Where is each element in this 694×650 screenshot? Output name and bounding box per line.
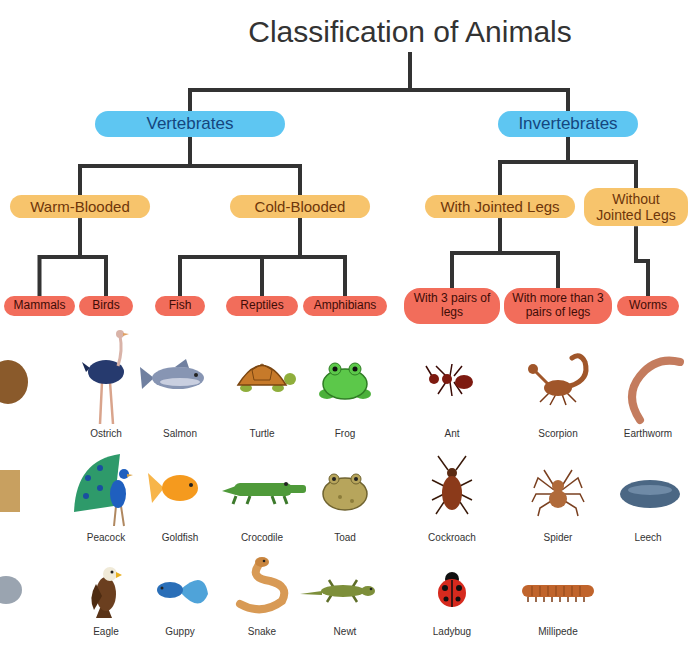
- node-label: Mammals: [13, 299, 65, 313]
- node-label: Cold-Blooded: [255, 198, 346, 215]
- class-pill: Reptiles: [226, 296, 298, 316]
- snake-drawing: [240, 557, 284, 609]
- tree-connector: [262, 218, 300, 296]
- spider-drawing: [532, 470, 584, 516]
- class-pill: With more than 3 pairs of legs: [504, 288, 612, 324]
- animal-name: Leech: [634, 532, 661, 544]
- animal-name: Eagle: [93, 626, 119, 638]
- toad-drawing: [323, 474, 367, 510]
- animal-name: Crocodile: [241, 532, 283, 544]
- earthworm-drawing: [632, 361, 680, 420]
- newt-drawing: [300, 580, 375, 602]
- animal-name: Millipede: [538, 626, 577, 638]
- frog-drawing: [319, 363, 371, 399]
- animal-name: Salmon: [163, 428, 197, 440]
- animal-name: Ostrich: [90, 428, 122, 440]
- category-pill: Cold-Blooded: [230, 195, 370, 218]
- node-label: Fish: [169, 299, 192, 313]
- title-branch-lines: [190, 54, 568, 110]
- millipede-drawing: [522, 585, 594, 602]
- tree-connector: [80, 137, 190, 195]
- category-pill: With Jointed Legs: [425, 195, 575, 218]
- animal-name: Frog: [335, 428, 356, 440]
- group-pill: Vertebrates: [95, 111, 285, 137]
- node-label: With more than 3 pairs of legs: [510, 292, 606, 320]
- node-label: With 3 pairs of legs: [410, 292, 494, 320]
- category-pill: Without Jointed Legs: [584, 188, 688, 226]
- cockroach-drawing: [432, 456, 472, 514]
- diagram-title: Classification of Animals: [248, 14, 571, 50]
- node-label: Amphibians: [314, 299, 377, 313]
- animal-name: Guppy: [165, 626, 194, 638]
- node-label: Without Jointed Legs: [590, 191, 682, 223]
- tree-connector: [568, 137, 636, 188]
- tree-connector: [190, 137, 300, 195]
- animal-name: Snake: [248, 626, 276, 638]
- tree-connector: [500, 137, 568, 195]
- animal-name: Turtle: [249, 428, 274, 440]
- group-pill: Invertebrates: [498, 111, 638, 137]
- node-label: Vertebrates: [147, 114, 234, 134]
- node-label: Worms: [629, 299, 667, 313]
- mammal-drawings: [0, 360, 28, 604]
- leech-drawing: [620, 480, 680, 508]
- tree-connector: [452, 218, 500, 288]
- class-pill: Fish: [155, 296, 205, 316]
- animal-name: Ant: [444, 428, 459, 440]
- animal-name: Earthworm: [624, 428, 672, 440]
- class-pill: With 3 pairs of legs: [404, 288, 500, 324]
- tree-connector: [80, 218, 106, 296]
- tree-connector: [300, 218, 345, 296]
- ladybug-drawing: [438, 572, 466, 607]
- animal-name: Newt: [334, 626, 357, 638]
- animal-name: Peacock: [87, 532, 125, 544]
- animal-name: Toad: [334, 532, 356, 544]
- class-pill: Amphibians: [303, 296, 387, 316]
- turtle-drawing: [238, 364, 296, 392]
- scorpion-drawing: [528, 356, 586, 405]
- class-pill: Birds: [79, 296, 133, 316]
- node-label: Birds: [92, 299, 119, 313]
- eagle-drawing: [91, 567, 122, 618]
- tree-connector: [500, 218, 558, 288]
- class-pill: Worms: [617, 296, 679, 316]
- animal-name: Goldfish: [162, 532, 199, 544]
- tree-connector: [180, 218, 300, 296]
- category-pill: Warm-Blooded: [10, 195, 150, 218]
- node-label: Reptiles: [240, 299, 283, 313]
- node-label: Warm-Blooded: [30, 198, 129, 215]
- animal-name: Spider: [544, 532, 573, 544]
- tree-connector: [636, 226, 648, 296]
- animal-name: Ladybug: [433, 626, 471, 638]
- tree-connector: [40, 218, 81, 296]
- node-label: Invertebrates: [518, 114, 617, 134]
- ostrich-drawing: [82, 330, 129, 424]
- class-pill: Mammals: [4, 296, 75, 316]
- salmon-drawing: [140, 359, 204, 389]
- node-label: With Jointed Legs: [440, 198, 559, 215]
- animal-name: Cockroach: [428, 532, 476, 544]
- animal-name: Scorpion: [538, 428, 577, 440]
- goldfish-drawing: [148, 473, 198, 503]
- peacock-drawing: [74, 454, 133, 526]
- ant-drawing: [426, 364, 473, 396]
- crocodile-drawing: [222, 482, 306, 504]
- guppy-drawing: [157, 580, 208, 604]
